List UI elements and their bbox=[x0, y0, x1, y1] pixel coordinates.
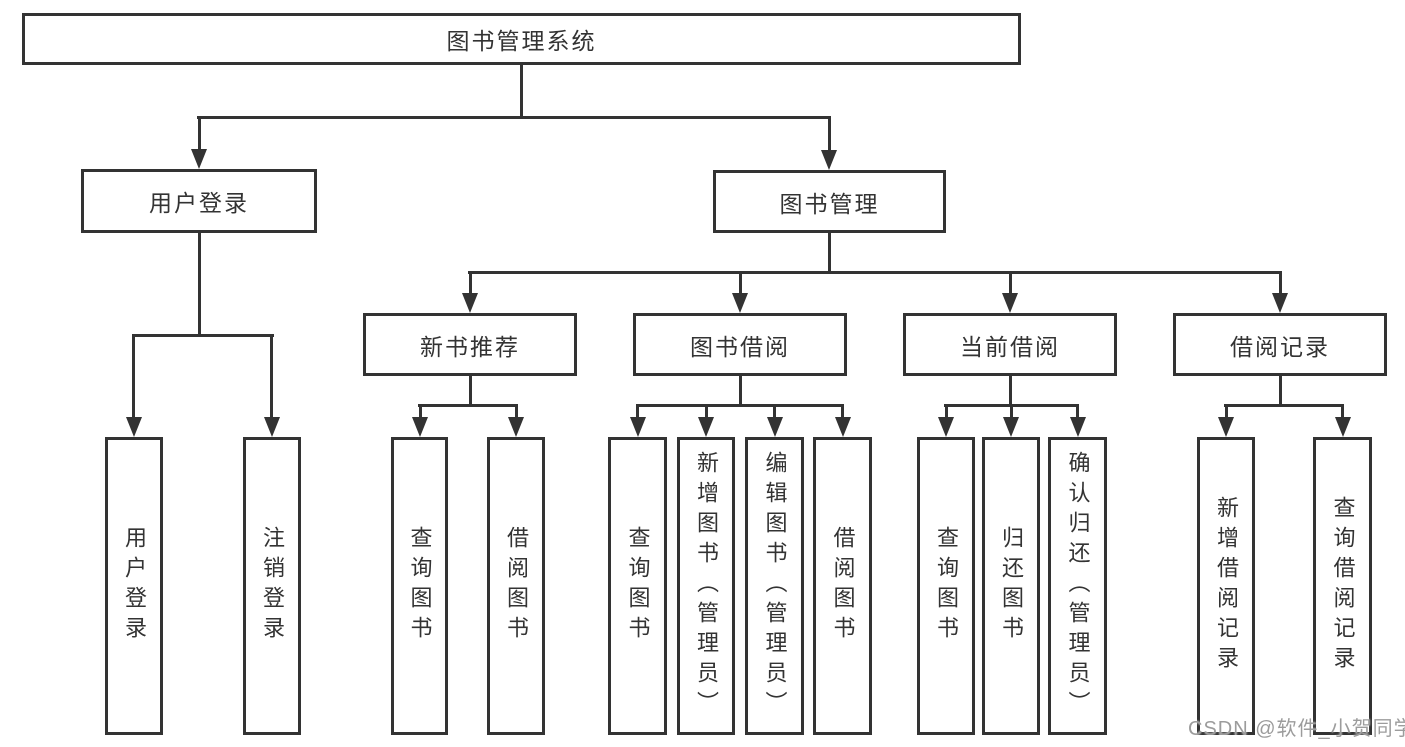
node-root: 图书管理系统 bbox=[22, 13, 1021, 65]
node-label: 确认归还（管理员） bbox=[1065, 451, 1091, 721]
arrow-down-icon bbox=[1272, 293, 1288, 313]
leaf-user-login: 用户登录 bbox=[105, 437, 163, 735]
node-label: 借阅图书 bbox=[830, 526, 856, 646]
connector-line bbox=[1279, 376, 1282, 407]
leaf-query-books-recommend: 查询图书 bbox=[391, 437, 448, 735]
connector-line bbox=[739, 271, 742, 295]
connector-line bbox=[469, 376, 472, 407]
node-label: 新书推荐 bbox=[420, 333, 520, 360]
node-book-borrowing: 图书借阅 bbox=[633, 313, 847, 376]
leaf-query-books-borrowing: 查询图书 bbox=[608, 437, 667, 735]
leaf-query-borrow-record: 查询借阅记录 bbox=[1313, 437, 1372, 735]
node-label: 用户登录 bbox=[122, 526, 147, 646]
node-label: 借阅图书 bbox=[504, 526, 529, 646]
connector-line bbox=[739, 376, 742, 407]
connector-line bbox=[198, 116, 201, 152]
connector-line bbox=[1076, 404, 1079, 419]
connector-line bbox=[828, 116, 831, 152]
arrow-down-icon bbox=[1218, 417, 1234, 437]
arrow-down-icon bbox=[264, 417, 280, 437]
leaf-logout: 注销登录 bbox=[243, 437, 301, 735]
connector-line bbox=[520, 65, 523, 118]
arrow-down-icon bbox=[508, 417, 524, 437]
connector-line bbox=[636, 404, 844, 407]
connector-line bbox=[1010, 404, 1013, 419]
node-label: 图书管理 bbox=[779, 190, 880, 217]
connector-line bbox=[1279, 271, 1282, 295]
connector-line bbox=[198, 233, 201, 336]
node-label: 查询借阅记录 bbox=[1330, 496, 1356, 676]
connector-line bbox=[773, 404, 776, 419]
node-label: 当前借阅 bbox=[960, 333, 1060, 360]
node-label: 用户登录 bbox=[149, 190, 249, 216]
leaf-borrow-books-recommend: 借阅图书 bbox=[487, 437, 545, 735]
leaf-borrow-books-borrowing: 借阅图书 bbox=[813, 437, 872, 735]
connector-line bbox=[468, 271, 1282, 274]
arrow-down-icon bbox=[732, 293, 748, 313]
node-label: 归还图书 bbox=[999, 526, 1024, 646]
node-label: 新增图书（管理员） bbox=[694, 451, 719, 721]
connector-line bbox=[270, 334, 273, 418]
connector-line bbox=[945, 404, 948, 419]
node-label: 新增借阅记录 bbox=[1214, 496, 1239, 676]
connector-line bbox=[1009, 271, 1012, 295]
leaf-confirm-return-admin: 确认归还（管理员） bbox=[1048, 437, 1107, 735]
connector-line bbox=[132, 334, 274, 337]
connector-line bbox=[1009, 376, 1012, 407]
connector-line bbox=[1225, 404, 1228, 419]
leaf-edit-books-admin: 编辑图书（管理员） bbox=[745, 437, 804, 735]
node-label: 图书管理系统 bbox=[446, 28, 597, 54]
connector-line bbox=[1224, 404, 1344, 407]
watermark-text: CSDN @软件_小贺同学 bbox=[1188, 718, 1405, 740]
arrow-down-icon bbox=[1002, 293, 1018, 313]
leaf-add-books-admin: 新增图书（管理员） bbox=[677, 437, 735, 735]
leaf-add-borrow-record: 新增借阅记录 bbox=[1197, 437, 1255, 735]
arrow-down-icon bbox=[698, 417, 714, 437]
arrow-down-icon bbox=[821, 150, 837, 170]
arrow-down-icon bbox=[630, 417, 646, 437]
connector-line bbox=[841, 404, 844, 419]
node-borrowing-records: 借阅记录 bbox=[1173, 313, 1387, 376]
arrow-down-icon bbox=[938, 417, 954, 437]
arrow-down-icon bbox=[1070, 417, 1086, 437]
connector-line bbox=[469, 271, 472, 295]
node-new-book-recommendation: 新书推荐 bbox=[363, 313, 577, 376]
arrow-down-icon bbox=[1335, 417, 1351, 437]
node-label: 图书借阅 bbox=[690, 333, 790, 360]
connector-line bbox=[705, 404, 708, 419]
node-label: 查询图书 bbox=[625, 526, 651, 646]
leaf-return-books: 归还图书 bbox=[982, 437, 1040, 735]
arrow-down-icon bbox=[126, 417, 142, 437]
connector-line bbox=[1341, 404, 1344, 419]
arrow-down-icon bbox=[462, 293, 478, 313]
connector-line bbox=[515, 404, 518, 419]
connector-line bbox=[418, 404, 518, 407]
node-label: 借阅记录 bbox=[1230, 333, 1330, 360]
connector-line bbox=[197, 116, 831, 119]
leaf-query-books-current: 查询图书 bbox=[917, 437, 975, 735]
node-label: 注销登录 bbox=[260, 526, 285, 646]
connector-line bbox=[419, 404, 422, 419]
node-user-login: 用户登录 bbox=[81, 169, 317, 233]
node-label: 查询图书 bbox=[407, 526, 433, 646]
node-book-management: 图书管理 bbox=[713, 170, 946, 233]
connector-line bbox=[828, 233, 831, 274]
connector-line bbox=[636, 404, 639, 419]
arrow-down-icon bbox=[767, 417, 783, 437]
connector-line bbox=[132, 334, 135, 418]
node-label: 编辑图书（管理员） bbox=[762, 451, 788, 721]
arrow-down-icon bbox=[835, 417, 851, 437]
node-label: 查询图书 bbox=[934, 526, 959, 646]
arrow-down-icon bbox=[1003, 417, 1019, 437]
arrow-down-icon bbox=[412, 417, 428, 437]
node-current-borrowing: 当前借阅 bbox=[903, 313, 1117, 376]
arrow-down-icon bbox=[191, 149, 207, 169]
